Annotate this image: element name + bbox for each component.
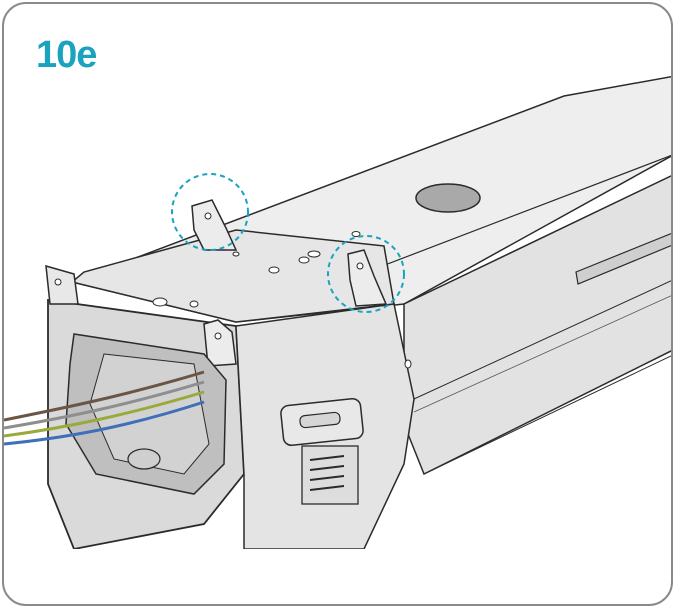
vent-grille: [301, 445, 359, 505]
dashed-circle-highlight-left-tab: [171, 173, 249, 251]
wire-blue: [4, 400, 205, 446]
wire-brown: [4, 370, 205, 422]
assembly-illustration: [4, 75, 671, 549]
side-slot: [575, 232, 671, 285]
step-label: 10e: [36, 34, 97, 76]
left-bracket: [45, 264, 79, 305]
left-upright-tab: [191, 199, 238, 251]
wire-green-yellow: [4, 390, 205, 438]
wire-grey: [4, 380, 205, 430]
top-hole: [415, 183, 481, 213]
dashed-circle-highlight-right-tab: [327, 235, 405, 313]
